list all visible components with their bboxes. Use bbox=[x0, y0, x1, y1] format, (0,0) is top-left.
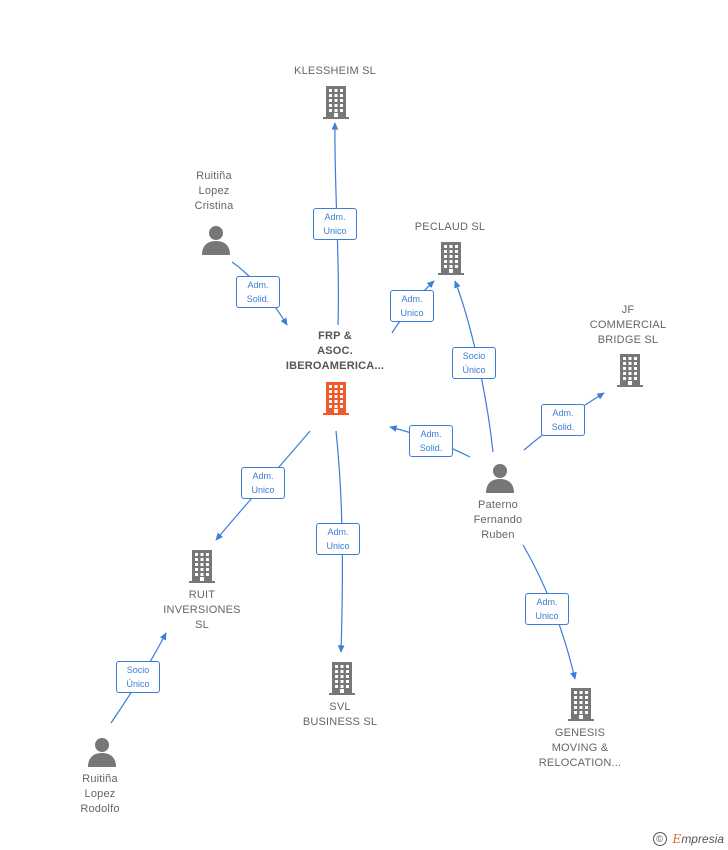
building-icon[interactable] bbox=[320, 84, 352, 120]
node-label-line: BRIDGE SL bbox=[597, 334, 659, 346]
edge-label-line: Adm. bbox=[401, 294, 423, 304]
node-jf-label[interactable]: JF COMMERCIAL BRIDGE SL bbox=[568, 303, 688, 348]
edge-label-line: Unico bbox=[400, 308, 424, 318]
node-label-line: INVERSIONES bbox=[163, 604, 241, 616]
copyright-icon: © bbox=[652, 832, 667, 846]
edge-label-line: Unico bbox=[251, 485, 275, 495]
node-label-line: JF bbox=[621, 304, 635, 316]
edge-label-line: Adm. bbox=[552, 408, 574, 418]
building-icon[interactable] bbox=[435, 240, 467, 276]
node-label-line: RUIT bbox=[188, 589, 216, 601]
edge-label-line: Solid. bbox=[551, 422, 575, 432]
node-label-line: Ruitiña bbox=[196, 170, 232, 182]
footer-brand: © Empresia bbox=[652, 832, 724, 846]
edge-label-line: Socio bbox=[462, 351, 486, 361]
building-icon[interactable] bbox=[614, 352, 646, 388]
edge-label-frp-ruit[interactable]: Adm. Unico bbox=[241, 467, 285, 499]
edge-label-cristina-frp[interactable]: Adm. Solid. bbox=[236, 276, 280, 308]
edge-label-frp-peclaud[interactable]: Adm. Unico bbox=[390, 290, 434, 322]
node-label-line: Fernando bbox=[473, 514, 523, 526]
node-label-line: Paterno bbox=[478, 499, 518, 511]
node-label-line: IBEROAMERICA... bbox=[285, 360, 385, 372]
edge-label-line: Adm. bbox=[327, 527, 349, 537]
brand-initial: E bbox=[672, 832, 682, 846]
node-label-line: Lopez bbox=[198, 185, 230, 197]
node-label-line: BUSINESS SL bbox=[302, 716, 378, 728]
node-label-line: Lopez bbox=[84, 788, 116, 800]
building-icon[interactable] bbox=[186, 548, 218, 584]
brand-logo[interactable]: Empresia bbox=[673, 832, 724, 846]
node-label-line: RELOCATION... bbox=[538, 757, 622, 769]
edge-label-line: Adm. bbox=[420, 429, 442, 439]
edge-label-frp-svl[interactable]: Adm. Unico bbox=[316, 523, 360, 555]
building-icon[interactable] bbox=[326, 660, 358, 696]
node-klessheim-label[interactable]: KLESSHEIM SL bbox=[270, 64, 400, 79]
node-label-line: KLESSHEIM SL bbox=[294, 65, 376, 77]
node-genesis-label[interactable]: GENESIS MOVING & RELOCATION... bbox=[515, 726, 645, 771]
node-peclaud-label[interactable]: PECLAUD SL bbox=[390, 220, 510, 235]
node-label-line: GENESIS bbox=[554, 727, 606, 739]
edge-label-paterno-frp[interactable]: Adm. Solid. bbox=[409, 425, 453, 457]
node-label-line: PECLAUD SL bbox=[414, 221, 486, 233]
node-label-line: SL bbox=[195, 619, 209, 631]
edge-label-line: Único bbox=[126, 679, 150, 689]
node-label-line: Ruitiña bbox=[82, 773, 118, 785]
edge-label-line: Solid. bbox=[246, 294, 270, 304]
edge-label-line: Adm. bbox=[536, 597, 558, 607]
node-ruit-label[interactable]: RUIT INVERSIONES SL bbox=[142, 588, 262, 633]
node-label-line: ASOC. bbox=[317, 345, 353, 357]
edge-label-line: Unico bbox=[326, 541, 350, 551]
node-label-line: MOVING & bbox=[551, 742, 609, 754]
edge-label-line: Adm. bbox=[324, 212, 346, 222]
person-icon[interactable] bbox=[484, 462, 516, 494]
node-label-line: SVL bbox=[329, 701, 351, 713]
edge-label-line: Adm. bbox=[247, 280, 269, 290]
node-svl-label[interactable]: SVL BUSINESS SL bbox=[280, 700, 400, 730]
building-icon-main[interactable] bbox=[320, 380, 352, 416]
building-icon[interactable] bbox=[565, 686, 597, 722]
node-label-line: COMMERCIAL bbox=[589, 319, 667, 331]
brand-rest: mpresia bbox=[681, 832, 724, 846]
edge-label-paterno-jf[interactable]: Adm. Solid. bbox=[541, 404, 585, 436]
edge-label-paterno-genesis[interactable]: Adm. Unico bbox=[525, 593, 569, 625]
node-label-line: Cristina bbox=[194, 200, 234, 212]
person-icon[interactable] bbox=[200, 224, 232, 256]
edge-label-line: Unico bbox=[323, 226, 347, 236]
edge-label-line: Solid. bbox=[419, 443, 443, 453]
node-label-line: Rodolfo bbox=[80, 803, 120, 815]
edge-label-line: Único bbox=[462, 365, 486, 375]
node-frp-label[interactable]: FRP & ASOC. IBEROAMERICA... bbox=[270, 329, 400, 374]
node-label-line: Ruben bbox=[481, 529, 515, 541]
person-icon[interactable] bbox=[86, 736, 118, 768]
edge-label-line: Adm. bbox=[252, 471, 274, 481]
node-label-line: FRP & bbox=[318, 330, 352, 342]
edge-label-frp-klessheim[interactable]: Adm. Unico bbox=[313, 208, 357, 240]
edge-label-line: Socio bbox=[126, 665, 150, 675]
edge-label-line: Unico bbox=[535, 611, 559, 621]
